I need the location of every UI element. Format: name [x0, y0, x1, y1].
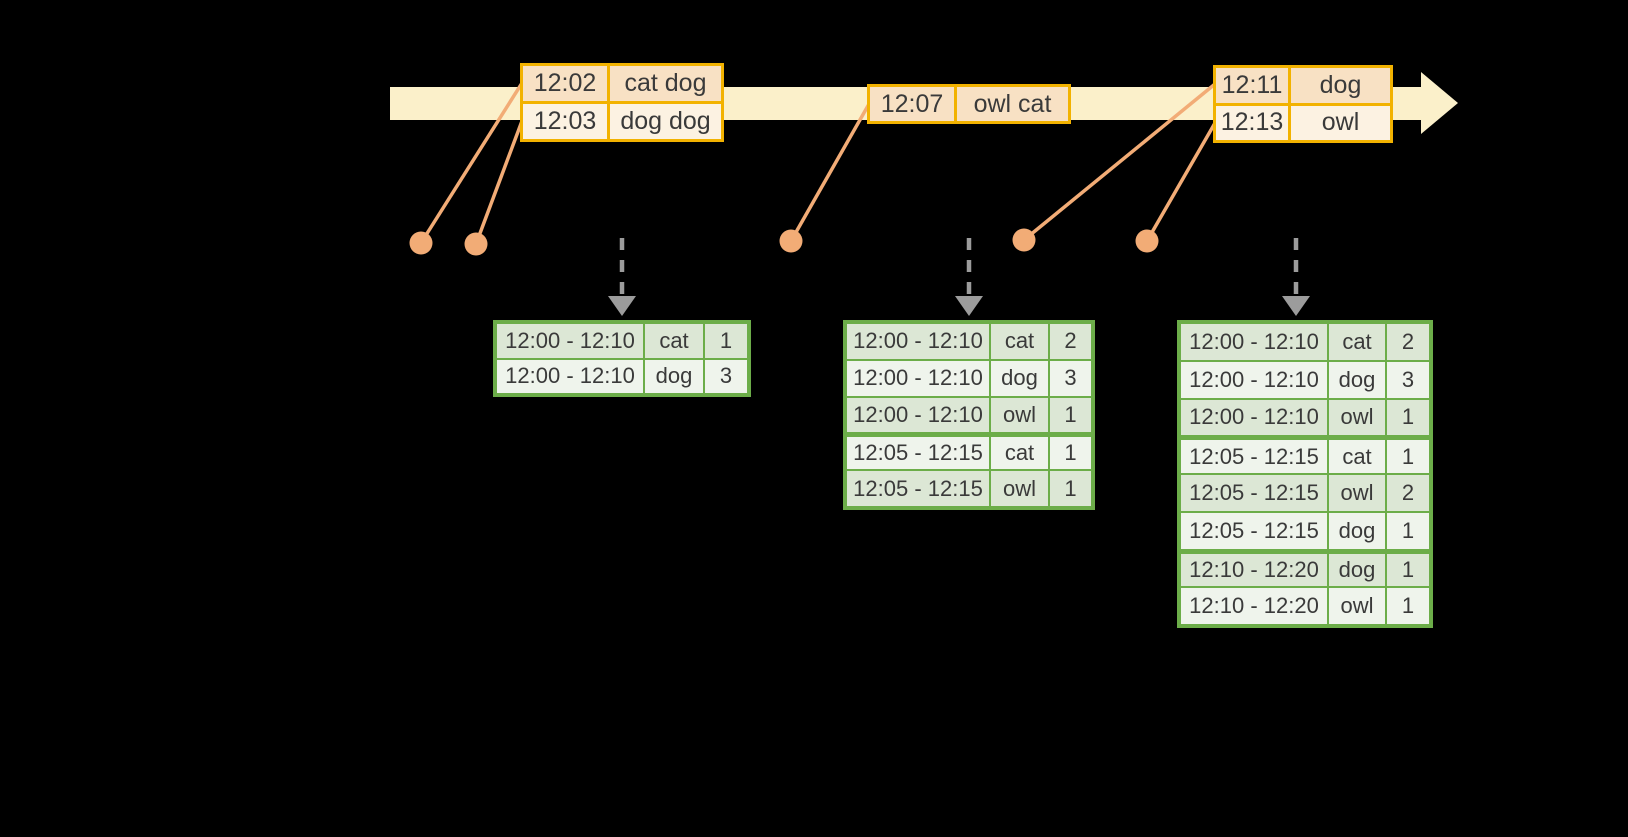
- event-words-cell: cat dog: [610, 66, 721, 101]
- word-cell: owl: [991, 397, 1048, 433]
- count-cell: 1: [705, 324, 747, 358]
- window-cell: 12:05 - 12:15: [847, 471, 989, 506]
- event-table-1: 12:02 cat dog 12:03 dog dog: [520, 63, 724, 142]
- event-connector-line: [1022, 82, 1217, 242]
- word-cell: cat: [991, 324, 1048, 359]
- event-table-2: 12:07 owl cat: [867, 84, 1071, 124]
- window-cell: 12:05 - 12:15: [1181, 437, 1327, 473]
- count-cell: 3: [1387, 361, 1429, 398]
- window-cell: 12:10 - 12:20: [1181, 550, 1327, 587]
- count-cell: 1: [1387, 588, 1429, 624]
- event-connector-line: [789, 103, 871, 242]
- word-cell: cat: [1329, 437, 1385, 473]
- word-cell: owl: [1329, 475, 1385, 511]
- result-table-1: 12:00 - 12:10 cat 1 12:00 - 12:10 dog 3: [493, 320, 751, 397]
- event-words-cell: owl: [1291, 105, 1390, 140]
- trigger-arrowheads: [608, 296, 1310, 316]
- window-cell: 12:00 - 12:10: [1181, 399, 1327, 436]
- event-table-3: 12:11 dog 12:13 owl: [1213, 65, 1393, 143]
- word-cell: dog: [645, 359, 703, 393]
- result-table-2: 12:00 - 12:10 cat 2 12:00 - 12:10 dog 3 …: [843, 320, 1095, 510]
- trigger-down-arrow-icon: [608, 296, 636, 316]
- window-cell: 12:00 - 12:10: [497, 324, 643, 358]
- event-time-cell: 12:03: [523, 104, 607, 139]
- event-dots: [409, 228, 1159, 256]
- event-words-cell: dog dog: [610, 104, 721, 139]
- event-words-cell: dog: [1291, 68, 1390, 103]
- count-cell: 1: [1387, 550, 1429, 587]
- word-cell: owl: [991, 471, 1048, 506]
- event-time-cell: 12:11: [1216, 68, 1288, 103]
- word-cell: cat: [1329, 324, 1385, 360]
- event-dot: [1135, 229, 1159, 253]
- window-cell: 12:00 - 12:10: [847, 324, 989, 359]
- window-cell: 12:05 - 12:15: [1181, 475, 1327, 511]
- count-cell: 1: [1387, 399, 1429, 436]
- event-connector-line: [474, 120, 524, 245]
- count-cell: 3: [705, 359, 747, 393]
- window-cell: 12:00 - 12:10: [847, 360, 989, 396]
- word-cell: dog: [1329, 361, 1385, 398]
- window-cell: 12:05 - 12:15: [847, 434, 989, 470]
- event-words-cell: owl cat: [957, 87, 1068, 121]
- word-cell: owl: [1329, 399, 1385, 436]
- trigger-arrows: [619, 238, 1299, 298]
- count-cell: 1: [1387, 437, 1429, 473]
- word-cell: dog: [991, 360, 1048, 396]
- window-cell: 12:00 - 12:10: [1181, 361, 1327, 398]
- event-dot: [1012, 228, 1036, 252]
- event-dot: [779, 229, 803, 253]
- count-cell: 1: [1050, 471, 1091, 506]
- count-cell: 1: [1050, 397, 1091, 433]
- window-cell: 12:00 - 12:10: [1181, 324, 1327, 360]
- event-time-cell: 12:07: [870, 87, 954, 121]
- timeline-arrowhead-icon: [1421, 72, 1458, 134]
- window-cell: 12:10 - 12:20: [1181, 588, 1327, 624]
- trigger-down-arrow-icon: [955, 296, 983, 316]
- event-dot: [409, 231, 433, 255]
- word-cell: dog: [1329, 550, 1385, 587]
- count-cell: 2: [1387, 475, 1429, 511]
- event-connector-line: [419, 82, 524, 244]
- window-cell: 12:05 - 12:15: [1181, 512, 1327, 549]
- count-cell: 1: [1050, 434, 1091, 470]
- event-connector-lines: [419, 82, 1217, 245]
- result-table-3: 12:00 - 12:10 cat 2 12:00 - 12:10 dog 3 …: [1177, 320, 1433, 628]
- word-cell: cat: [645, 324, 703, 358]
- trigger-down-arrow-icon: [1282, 296, 1310, 316]
- event-time-cell: 12:13: [1216, 105, 1288, 140]
- count-cell: 1: [1387, 512, 1429, 549]
- window-cell: 12:00 - 12:10: [847, 397, 989, 433]
- word-cell: owl: [1329, 588, 1385, 624]
- event-connector-line: [1145, 122, 1217, 242]
- event-dot: [464, 232, 488, 256]
- word-cell: cat: [991, 434, 1048, 470]
- window-cell: 12:00 - 12:10: [497, 359, 643, 393]
- word-cell: dog: [1329, 512, 1385, 549]
- count-cell: 3: [1050, 360, 1091, 396]
- count-cell: 2: [1050, 324, 1091, 359]
- event-time-cell: 12:02: [523, 66, 607, 101]
- count-cell: 2: [1387, 324, 1429, 360]
